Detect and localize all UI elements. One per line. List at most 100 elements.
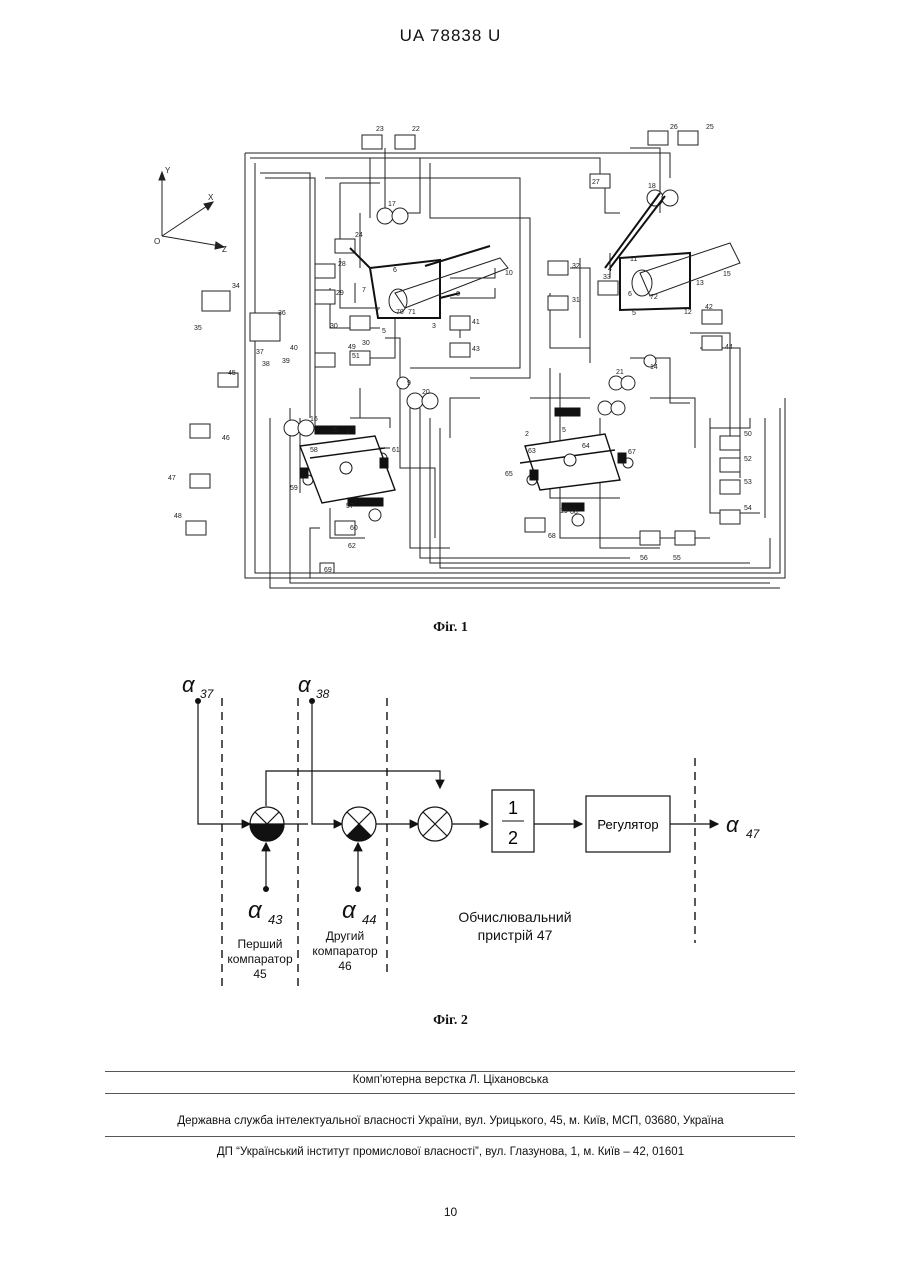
svg-text:45: 45 bbox=[228, 370, 236, 377]
second-comparator-label-3: 46 bbox=[338, 959, 352, 973]
alpha-38-subscript: 38 bbox=[316, 687, 330, 701]
svg-text:22: 22 bbox=[412, 126, 420, 133]
axis-origin-label: O bbox=[154, 237, 160, 246]
fraction-denominator: 2 bbox=[508, 828, 518, 848]
svg-text:48: 48 bbox=[174, 513, 182, 520]
svg-text:55: 55 bbox=[673, 555, 681, 562]
svg-text:57: 57 bbox=[346, 503, 354, 510]
footer-divider bbox=[105, 1136, 795, 1137]
second-comparator-label-1: Другий bbox=[326, 929, 364, 943]
svg-text:47: 47 bbox=[168, 475, 176, 482]
svg-text:46: 46 bbox=[222, 435, 230, 442]
svg-text:12: 12 bbox=[684, 309, 692, 316]
alpha-43-symbol: α bbox=[248, 897, 263, 924]
svg-text:21: 21 bbox=[616, 369, 624, 376]
svg-text:32: 32 bbox=[572, 263, 580, 270]
svg-text:63: 63 bbox=[528, 448, 536, 455]
svg-text:13: 13 bbox=[696, 280, 704, 287]
svg-text:31: 31 bbox=[572, 297, 580, 304]
svg-text:39: 39 bbox=[282, 358, 290, 365]
svg-text:49: 49 bbox=[348, 344, 356, 351]
svg-text:23: 23 bbox=[376, 126, 384, 133]
regulator-label: Регулятор bbox=[597, 817, 658, 832]
first-comparator-label-3: 45 bbox=[253, 967, 267, 981]
svg-text:54: 54 bbox=[744, 505, 752, 512]
svg-text:5: 5 bbox=[333, 427, 337, 434]
svg-text:66: 66 bbox=[570, 509, 578, 516]
svg-text:16: 16 bbox=[310, 416, 318, 423]
svg-text:1: 1 bbox=[346, 429, 350, 436]
alpha-37-subscript: 37 bbox=[200, 687, 215, 701]
footer-patent-office: Державна служба інтелектуальної власност… bbox=[0, 1115, 901, 1127]
svg-text:62: 62 bbox=[348, 543, 356, 550]
svg-text:10: 10 bbox=[505, 270, 513, 277]
svg-text:58: 58 bbox=[310, 447, 318, 454]
svg-text:61: 61 bbox=[392, 447, 400, 454]
figure-1-caption: Фіг. 1 bbox=[0, 620, 901, 636]
first-comparator-label-1: Перший bbox=[237, 937, 282, 951]
svg-text:24: 24 bbox=[355, 232, 363, 239]
svg-text:59: 59 bbox=[290, 485, 298, 492]
svg-text:60: 60 bbox=[350, 525, 358, 532]
svg-text:65: 65 bbox=[505, 471, 513, 478]
svg-text:9: 9 bbox=[407, 380, 411, 387]
svg-text:5: 5 bbox=[562, 427, 566, 434]
svg-text:71: 71 bbox=[408, 309, 416, 316]
alpha-43-subscript: 43 bbox=[268, 912, 283, 927]
svg-text:11: 11 bbox=[630, 256, 637, 263]
svg-text:53: 53 bbox=[744, 479, 752, 486]
figure-2-caption: Фіг. 2 bbox=[0, 1013, 901, 1029]
axis-x-label: X bbox=[208, 193, 214, 202]
svg-text:5: 5 bbox=[632, 310, 636, 317]
fraction-numerator: 1 bbox=[508, 798, 518, 818]
svg-text:37: 37 bbox=[256, 349, 264, 356]
svg-text:36: 36 bbox=[278, 310, 286, 317]
first-comparator-label-2: компаратор bbox=[227, 952, 293, 966]
svg-text:35: 35 bbox=[194, 325, 202, 332]
figure-2-block-diagram: 1 2 Регулятор α 37 α 38 α 43 α 44 α 47 П… bbox=[170, 668, 770, 998]
svg-text:44: 44 bbox=[725, 344, 733, 351]
svg-text:33: 33 bbox=[603, 274, 611, 281]
svg-text:67: 67 bbox=[628, 449, 636, 456]
footer-institute: ДП “Український інститут промислової вла… bbox=[0, 1146, 901, 1158]
svg-text:29: 29 bbox=[336, 290, 344, 297]
svg-text:38: 38 bbox=[262, 361, 270, 368]
svg-text:4: 4 bbox=[608, 266, 612, 273]
alpha-44-subscript: 44 bbox=[362, 912, 376, 927]
svg-text:56: 56 bbox=[640, 555, 648, 562]
svg-text:5: 5 bbox=[382, 328, 386, 335]
svg-text:6: 6 bbox=[628, 291, 632, 298]
alpha-47-symbol: α bbox=[726, 812, 740, 837]
svg-text:27: 27 bbox=[592, 179, 600, 186]
svg-text:25: 25 bbox=[706, 124, 714, 131]
svg-text:28: 28 bbox=[338, 261, 346, 268]
svg-text:2: 2 bbox=[525, 431, 529, 438]
svg-text:68: 68 bbox=[548, 533, 556, 540]
svg-text:18: 18 bbox=[648, 183, 656, 190]
svg-text:17: 17 bbox=[388, 201, 396, 208]
alpha-47-subscript: 47 bbox=[746, 827, 761, 841]
footer-divider bbox=[105, 1093, 795, 1094]
svg-text:30: 30 bbox=[362, 340, 370, 347]
second-comparator-label-2: компаратор bbox=[312, 944, 378, 958]
footer-layout-credit: Комп’ютерна верстка Л. Ціхановська bbox=[0, 1074, 901, 1086]
svg-text:30: 30 bbox=[330, 323, 338, 330]
svg-text:72: 72 bbox=[650, 294, 658, 301]
alpha-44-symbol: α bbox=[342, 897, 357, 924]
figure-1-schematic: Y X Z O bbox=[150, 118, 790, 598]
svg-text:50: 50 bbox=[744, 431, 752, 438]
page-number: 10 bbox=[0, 1205, 901, 1219]
svg-text:20: 20 bbox=[422, 389, 430, 396]
svg-text:69: 69 bbox=[324, 567, 332, 574]
svg-text:42: 42 bbox=[705, 304, 713, 311]
svg-text:19: 19 bbox=[560, 508, 568, 515]
svg-text:7: 7 bbox=[375, 309, 379, 316]
svg-text:51: 51 bbox=[352, 353, 360, 360]
svg-text:34: 34 bbox=[232, 283, 240, 290]
svg-text:7: 7 bbox=[362, 287, 366, 294]
alpha-37-symbol: α bbox=[182, 672, 196, 697]
axis-z-label: Z bbox=[222, 245, 227, 254]
svg-text:26: 26 bbox=[670, 124, 678, 131]
svg-text:64: 64 bbox=[582, 443, 590, 450]
computing-device-label-2: пристрій 47 bbox=[478, 927, 553, 943]
